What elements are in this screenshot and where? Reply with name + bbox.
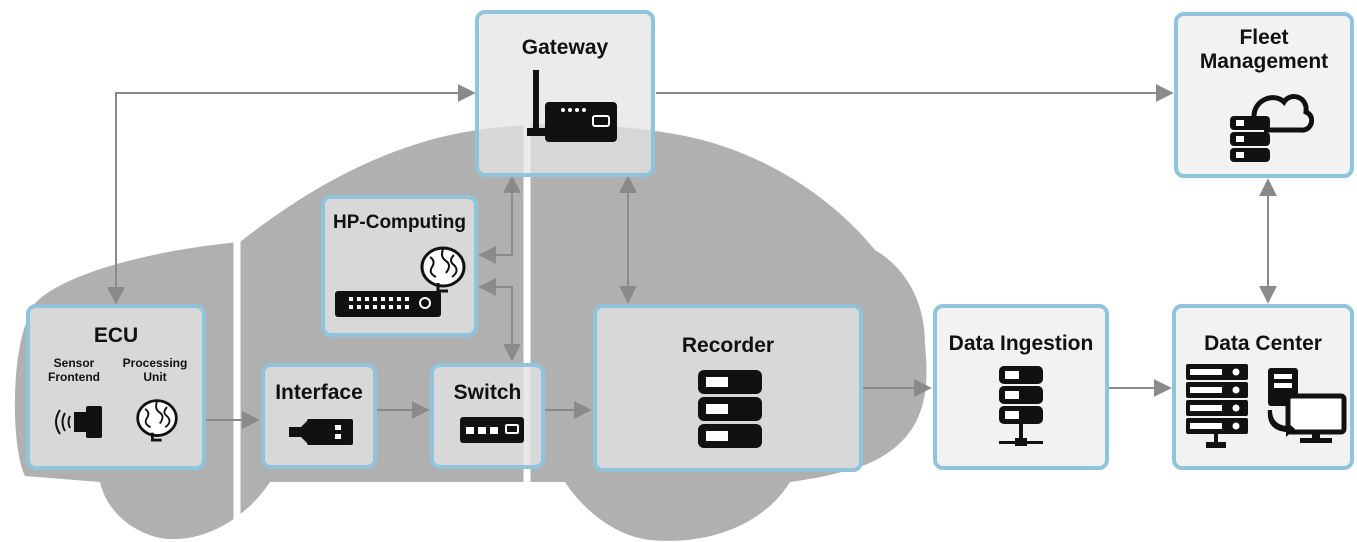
ecu-sensor-frontend-label: Sensor Frontend	[48, 356, 100, 384]
sensor-icon	[55, 406, 102, 438]
server-stack-icon	[698, 370, 762, 448]
fleet-management-node: Fleet Management	[1174, 12, 1354, 178]
server-rack-icon	[1186, 364, 1248, 448]
cloud-server-icon	[1230, 94, 1314, 162]
brain-icon	[420, 246, 466, 293]
interface-node: Interface	[261, 363, 377, 469]
hp-computing-label: HP-Computing	[333, 212, 466, 233]
recorder-label: Recorder	[681, 334, 775, 357]
fleet-management-label: Fleet Management	[1199, 26, 1329, 73]
switch-node: Switch	[430, 363, 545, 469]
usb-plug-icon	[289, 419, 353, 445]
data-ingestion-label: Data Ingestion	[948, 332, 1094, 355]
interface-label: Interface	[275, 381, 363, 404]
hp-computing-node: HP-Computing	[321, 195, 478, 337]
switch-label: Switch	[453, 381, 522, 404]
gateway-label: Gateway	[521, 36, 609, 59]
brain-icon	[136, 399, 178, 442]
ecu-processing-unit-label: Processing Unit	[122, 356, 188, 384]
data-center-label: Data Center	[1204, 332, 1322, 355]
network-switch-icon	[460, 417, 524, 443]
ecu-node: ECU Sensor Frontend Processing Unit	[26, 304, 206, 470]
ecu-label: ECU	[93, 324, 139, 347]
server-network-icon	[999, 366, 1043, 446]
monitor-transfer-icon	[1267, 368, 1347, 443]
data-center-node: Data Center	[1172, 304, 1354, 470]
edge-ecu-gateway	[107, 84, 476, 305]
antenna-router-icon	[527, 70, 617, 142]
computer-board-icon	[335, 291, 441, 317]
gateway-node: Gateway	[475, 10, 655, 177]
edge-hpc-switch	[478, 278, 521, 362]
recorder-node: Recorder	[593, 304, 863, 472]
edge-gateway-hpc	[478, 175, 521, 264]
data-ingestion-node: Data Ingestion	[933, 304, 1109, 470]
